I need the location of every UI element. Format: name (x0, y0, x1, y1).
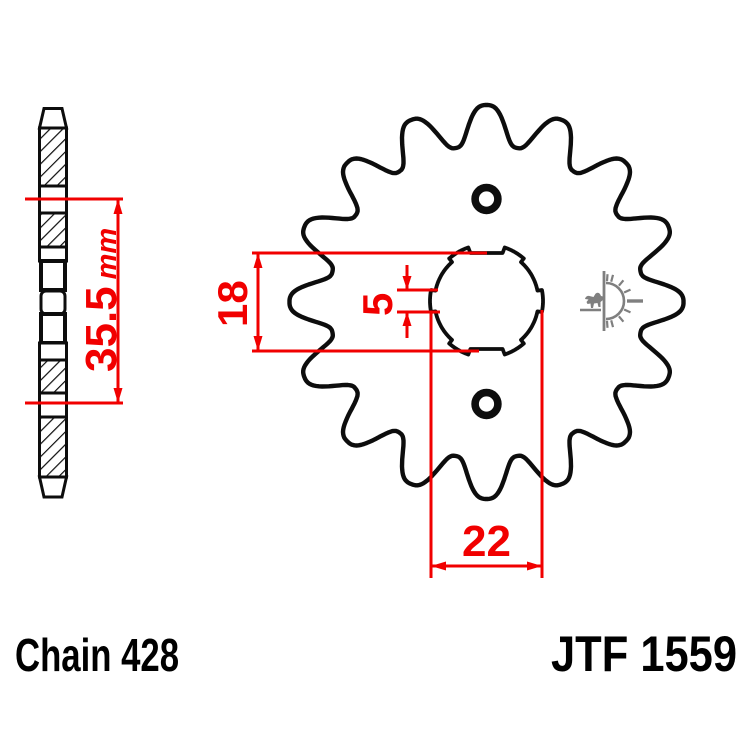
bolt-hole-top (471, 183, 502, 215)
jt-rising-sun-kangaroo-icon (580, 271, 643, 331)
arrowhead-right (527, 561, 542, 571)
arrowhead-down (113, 388, 123, 403)
spline-bore-outline (428, 245, 545, 357)
dimension-label: 22 (462, 517, 511, 566)
hub-spline-block (39, 259, 67, 292)
hatched-section (38, 126, 68, 188)
plate-band (38, 245, 68, 263)
arrowhead-down (253, 336, 263, 351)
arrowhead-up (253, 253, 263, 268)
dimension-annotations: 35.5mm 18 5 22 (25, 197, 544, 578)
bolt-hole-bottom (471, 388, 502, 420)
part-number-label: JTF 1559 (551, 626, 737, 682)
dimension-label: 5 (354, 293, 401, 316)
arrowhead-up (113, 199, 123, 214)
chain-size-label: Chain 428 (15, 629, 179, 681)
logo-sun-semicircle (605, 281, 626, 321)
plate-band (38, 341, 68, 362)
hatched-section (38, 211, 68, 249)
front-view (287, 102, 686, 502)
bore-section (39, 289, 67, 316)
logo-sun-rays (605, 274, 631, 328)
dimension-label: 18 (209, 280, 256, 327)
dimension-hub-width: 35.5mm (25, 197, 126, 405)
hatched-section (38, 415, 68, 479)
dimension-label: 35.5mm (77, 228, 126, 372)
hub-spline-block (39, 312, 67, 345)
side-view-bottom-cap (37, 475, 69, 499)
arrowhead-down (402, 276, 412, 290)
plate-band (38, 391, 68, 419)
dimension-bore-vertical: 18 (209, 251, 487, 353)
arrowhead-up (402, 312, 412, 326)
arrowhead-left (431, 561, 446, 571)
logo-kangaroo (585, 292, 605, 308)
side-view-top-cap (37, 107, 69, 130)
dimension-bore-horizontal: 22 (429, 310, 544, 578)
side-view (37, 107, 69, 499)
dimension-spline-width: 5 (354, 265, 440, 338)
hatched-section (38, 358, 68, 395)
